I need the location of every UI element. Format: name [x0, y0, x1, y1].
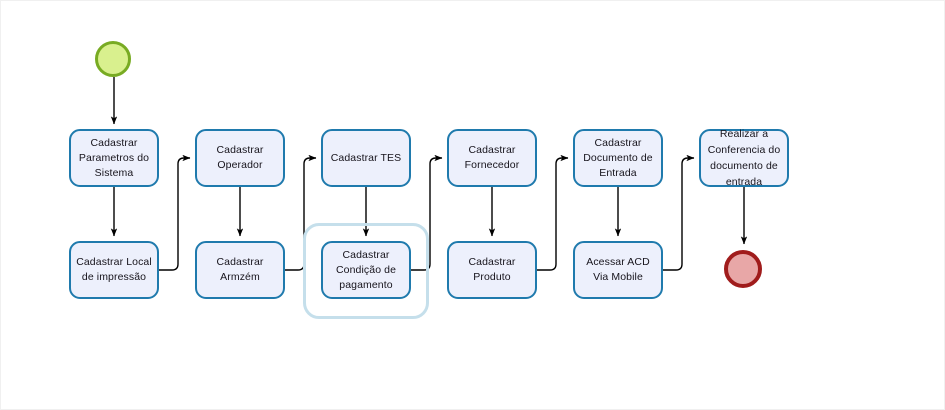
- task-node-label: Cadastrar Parametros do Sistema: [78, 136, 150, 179]
- task-node-armazem[interactable]: Cadastrar Armzém: [195, 241, 285, 299]
- task-node-label: Cadastrar Local de impressão: [76, 256, 152, 283]
- task-node-parametros-sistema[interactable]: Cadastrar Parametros do Sistema: [69, 129, 159, 187]
- task-node-operador[interactable]: Cadastrar Operador: [195, 129, 285, 187]
- task-node-label: Cadastrar Armzém: [216, 256, 264, 283]
- task-node-local-impressao[interactable]: Cadastrar Local de impressão: [69, 241, 159, 299]
- end-event-node[interactable]: [724, 250, 762, 288]
- task-node-condicao-pagamento[interactable]: Cadastrar Condição de pagamento: [321, 241, 411, 299]
- edge-n8-to-n9: [537, 154, 569, 271]
- edge-n2-to-n3: [159, 154, 191, 271]
- task-node-documento-entrada[interactable]: Cadastrar Documento de Entrada: [573, 129, 663, 187]
- task-node-label: Realizar a Conferencia do documento de e…: [707, 128, 781, 188]
- task-node-label: Cadastrar Documento de Entrada: [583, 136, 653, 179]
- task-node-label: Cadastrar Condição de pagamento: [335, 248, 397, 291]
- task-node-label: Cadastrar Fornecedor: [464, 144, 520, 171]
- task-node-label: Cadastrar Produto: [468, 256, 516, 283]
- task-node-fornecedor[interactable]: Cadastrar Fornecedor: [447, 129, 537, 187]
- task-node-acessar-acd-via-mobile[interactable]: Acessar ACD Via Mobile: [573, 241, 663, 299]
- task-node-label: Cadastrar Operador: [216, 144, 264, 171]
- task-node-conferencia-documento[interactable]: Realizar a Conferencia do documento de e…: [699, 128, 789, 188]
- start-event-node[interactable]: [95, 41, 131, 77]
- task-node-label: Acessar ACD Via Mobile: [586, 256, 650, 283]
- edge-n10-to-n11: [663, 154, 695, 271]
- task-node-tes[interactable]: Cadastrar TES: [321, 129, 411, 187]
- task-node-label: Cadastrar TES: [330, 151, 402, 164]
- task-node-produto[interactable]: Cadastrar Produto: [447, 241, 537, 299]
